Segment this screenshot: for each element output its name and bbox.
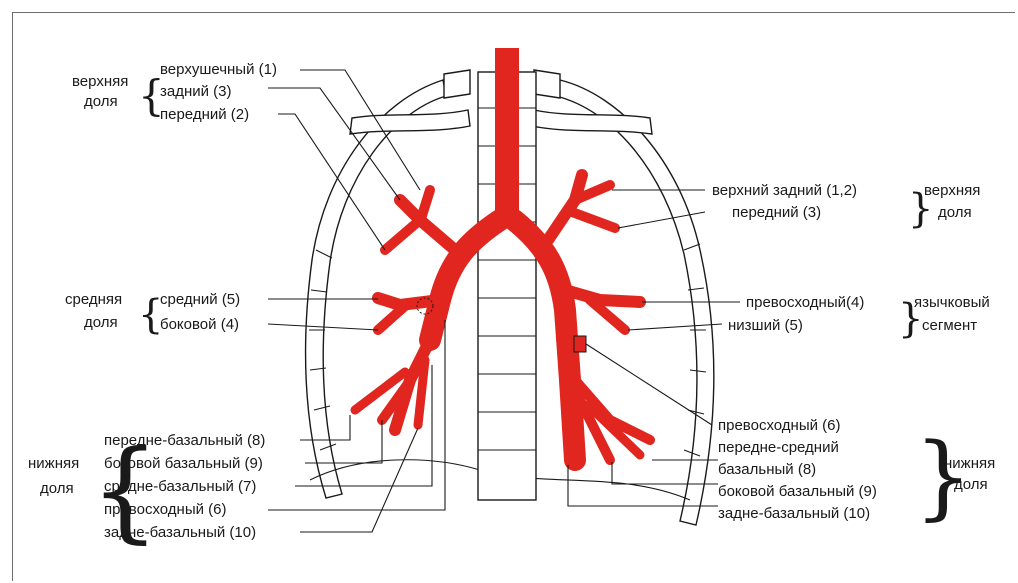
left-lateral-label: боковой (4) — [160, 316, 239, 333]
right-lower-lobe-title-2: доля — [954, 476, 988, 493]
right-superior-lingular-label: превосходный(4) — [746, 294, 864, 311]
left-posterior-basal-label: задне-базальный (10) — [104, 524, 256, 541]
trachea — [495, 48, 519, 228]
right-upper-lobe-title-2: доля — [938, 204, 972, 221]
left-upper-lobe-title-1: верхняя — [72, 73, 128, 90]
right-apicoposterior-label: верхний задний (1,2) — [712, 182, 857, 199]
right-anteromedial-label-1: передне-средний — [718, 439, 839, 456]
left-medial-basal-label: средне-базальный (7) — [104, 478, 256, 495]
left-apical-label: верхушечный (1) — [160, 61, 277, 78]
left-superior-label: превосходный (6) — [104, 501, 227, 518]
left-labels: верхняя доля { верхушечный (1) задний (3… — [28, 61, 277, 554]
right-lateral-basal-label: боковой базальный (9) — [718, 483, 877, 500]
right-upper-lobe-title-1: верхняя — [924, 182, 980, 199]
left-lateral-basal-label: боковой базальный (9) — [104, 455, 263, 472]
left-lower-lobe-title-1: нижняя — [28, 455, 79, 472]
left-middle-lobe-title-2: доля — [84, 314, 118, 331]
right-anteromedial-label-2: базальный (8) — [718, 461, 816, 478]
left-middle-lobe-title-1: средняя — [65, 291, 122, 308]
left-anterior-basal-label: передне-базальный (8) — [104, 432, 265, 449]
right-inferior-lingular-label: низший (5) — [728, 317, 803, 334]
right-lingula-title-1: язычковый — [914, 294, 990, 311]
right-labels: верхний задний (1,2) передний (3) } верх… — [712, 182, 995, 530]
left-anterior-label: передний (2) — [160, 106, 249, 123]
right-superior-label: превосходный (6) — [718, 417, 841, 434]
right-lingula-title-2: сегмент — [922, 317, 977, 334]
right-lower-lobe-title-1: нижняя — [944, 455, 995, 472]
left-upper-lobe-title-2: доля — [84, 93, 118, 110]
left-lower-lobe-title-2: доля — [40, 480, 74, 497]
right-posterior-basal-label: задне-базальный (10) — [718, 505, 870, 522]
left-posterior-label: задний (3) — [160, 83, 232, 100]
left-middle-label: средний (5) — [160, 291, 240, 308]
right-anterior-label: передний (3) — [732, 204, 821, 221]
